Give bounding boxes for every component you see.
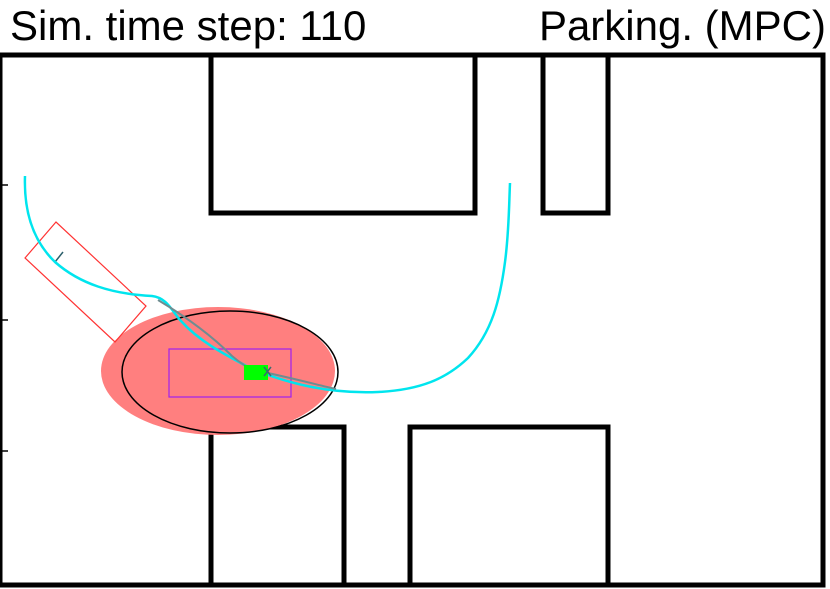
uncertainty-ellipse <box>121 310 339 434</box>
bottom-right-block <box>407 424 611 585</box>
uncertainty-fill <box>101 307 335 435</box>
ego-vehicle-marker <box>244 365 268 380</box>
ego-vehicle-box <box>168 348 292 398</box>
mode-label: Parking. (MPC) <box>538 2 826 49</box>
bottom-left-block <box>208 424 347 585</box>
top-left-block <box>208 55 478 216</box>
obstacle-vehicle-box <box>24 221 147 343</box>
sim-time-step-label: Sim. time step: 110 <box>10 2 367 49</box>
ego-heading-marker <box>263 366 272 377</box>
obstacle-vehicle-marker <box>54 251 64 263</box>
top-right-block <box>540 55 611 216</box>
